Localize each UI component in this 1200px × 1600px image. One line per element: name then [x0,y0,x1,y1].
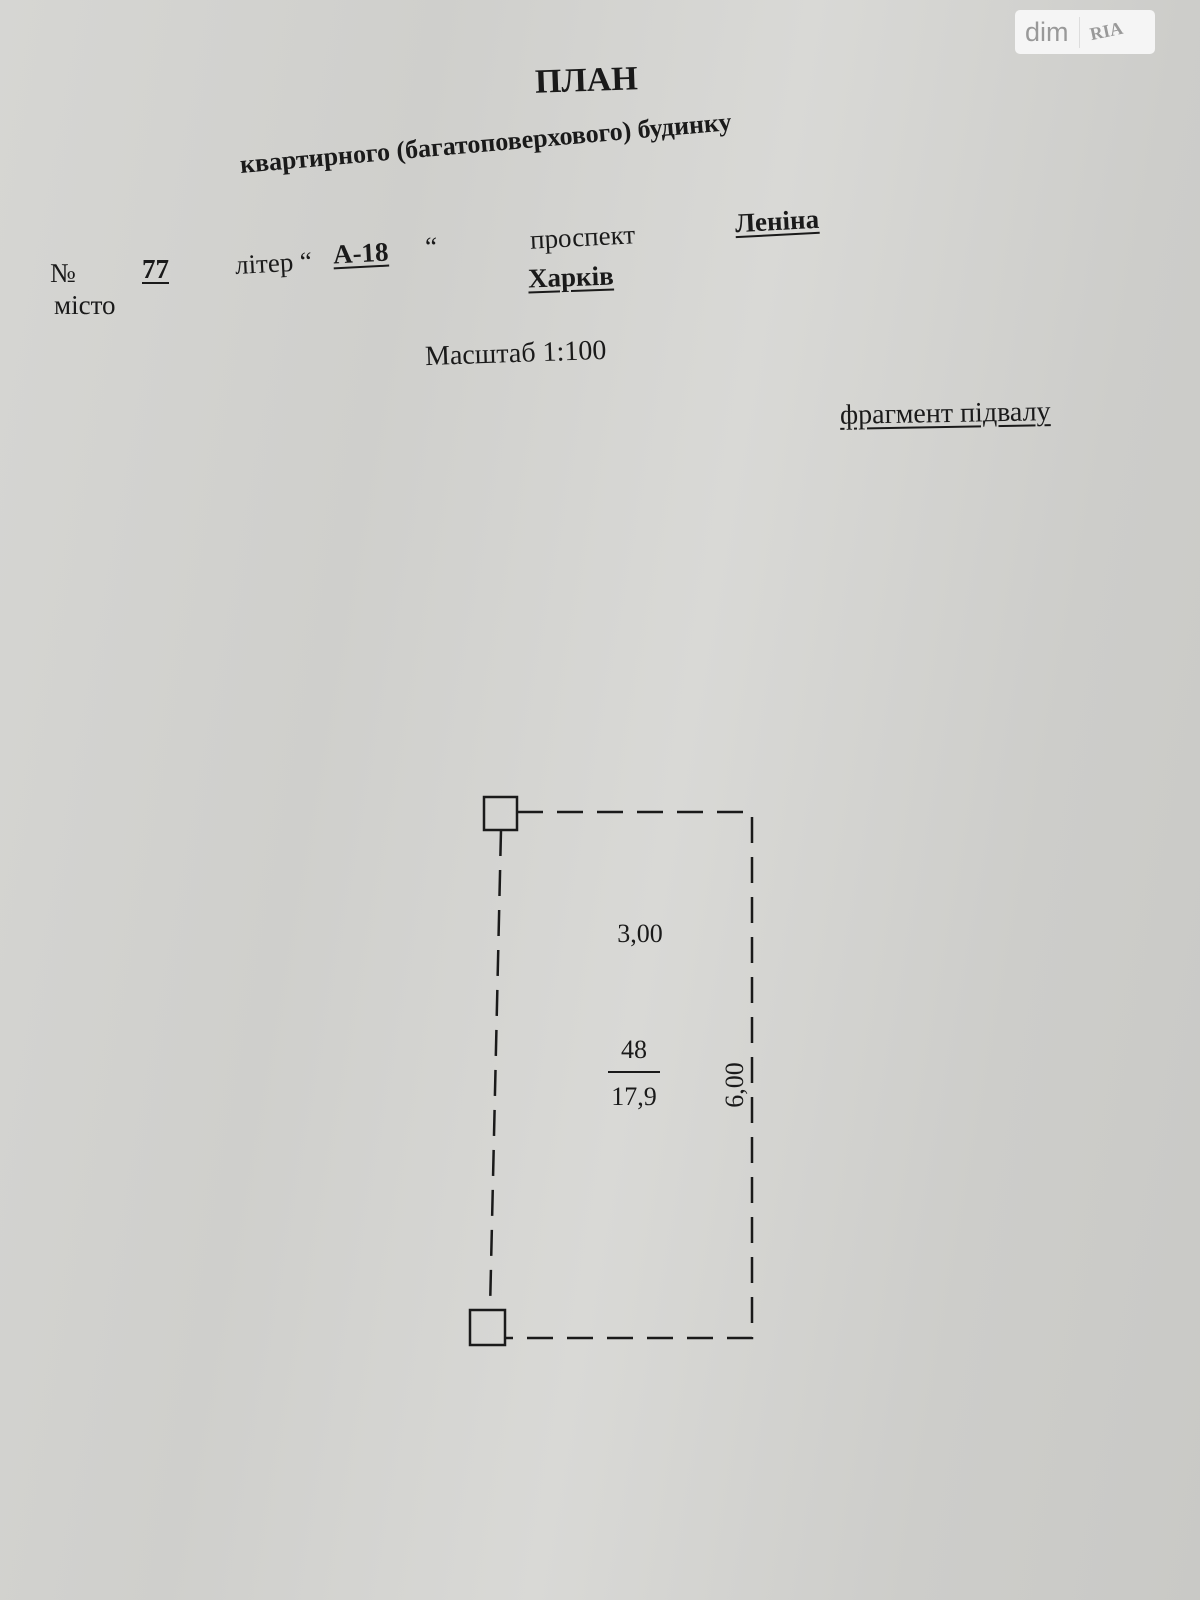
corner-marker-bottom [468,1308,507,1347]
room-area: 17,9 [611,1082,657,1111]
watermark-logo: dim RIA [1015,10,1155,54]
number-value: 77 [142,254,169,284]
liter-close-quote: “ [425,232,437,262]
room-number: 48 [621,1035,647,1064]
number-label: № [50,258,76,288]
width-dimension: 3,00 [617,919,663,948]
watermark-brand: dim [1015,16,1080,48]
length-dimension: 6,00 [720,1062,749,1108]
room-wall-left [488,829,503,1311]
corner-marker-top [482,795,519,832]
city-label: місто [54,290,116,320]
room-outline-dashed [505,810,754,1340]
